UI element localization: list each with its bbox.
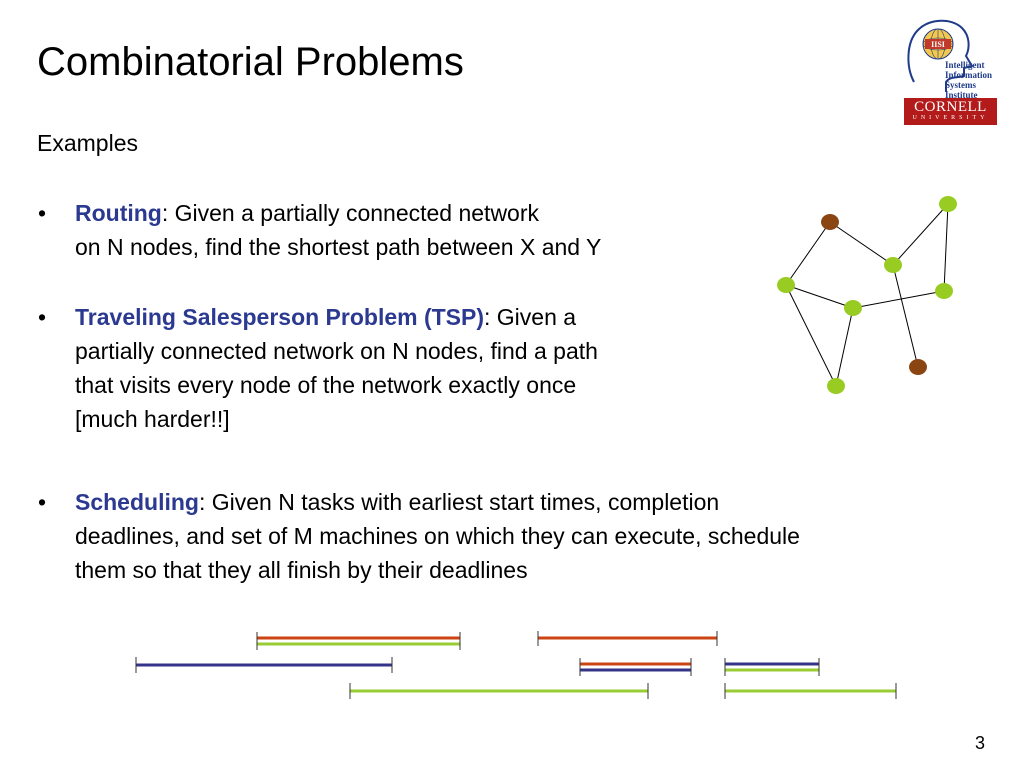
graph-edge — [785, 221, 831, 286]
term-tsp: Traveling Salesperson Problem (TSP) — [75, 304, 485, 330]
graph-edge — [835, 307, 854, 387]
graph-edge — [892, 203, 949, 266]
graph-node — [909, 359, 927, 375]
graph-node — [827, 378, 845, 394]
bullet-tsp: • Traveling Salesperson Problem (TSP): G… — [38, 300, 738, 436]
examples-heading: Examples — [37, 130, 138, 156]
cornell-logo: CORNELL UNIVERSITY — [904, 98, 997, 125]
logo-block: IISI Intelligent Information Systems Ins… — [900, 12, 1010, 127]
bullet-dot: • — [38, 200, 47, 226]
graph-edge — [829, 221, 894, 266]
bullet-dot: • — [38, 489, 47, 515]
bullet-scheduling: • Scheduling: Given N tasks with earlies… — [38, 485, 998, 587]
graph-edge — [785, 284, 854, 309]
iisi-badge-text: IISI — [931, 40, 945, 49]
bullet-routing: • Routing: Given a partially connected n… — [38, 196, 738, 264]
graph-edge — [852, 290, 945, 309]
iisi-logo: IISI — [907, 19, 974, 92]
graph-node — [884, 257, 902, 273]
iisi-caption: Intelligent Information Systems Institut… — [945, 60, 992, 100]
head-outline — [907, 19, 974, 92]
graph-node — [821, 214, 839, 230]
slide-title: Combinatorial Problems — [37, 40, 464, 84]
graph-node — [935, 283, 953, 299]
term-scheduling: Scheduling — [75, 489, 199, 515]
graph-edge — [943, 203, 949, 292]
graph-node — [844, 300, 862, 316]
page-number: 3 — [975, 733, 986, 753]
graph-node — [777, 277, 795, 293]
graph-node — [939, 196, 957, 212]
iisi-badge — [925, 39, 951, 49]
bullet-dot: • — [38, 304, 47, 330]
graph-edge — [892, 264, 919, 368]
term-routing: Routing — [75, 200, 162, 226]
graph-edge — [785, 284, 837, 387]
